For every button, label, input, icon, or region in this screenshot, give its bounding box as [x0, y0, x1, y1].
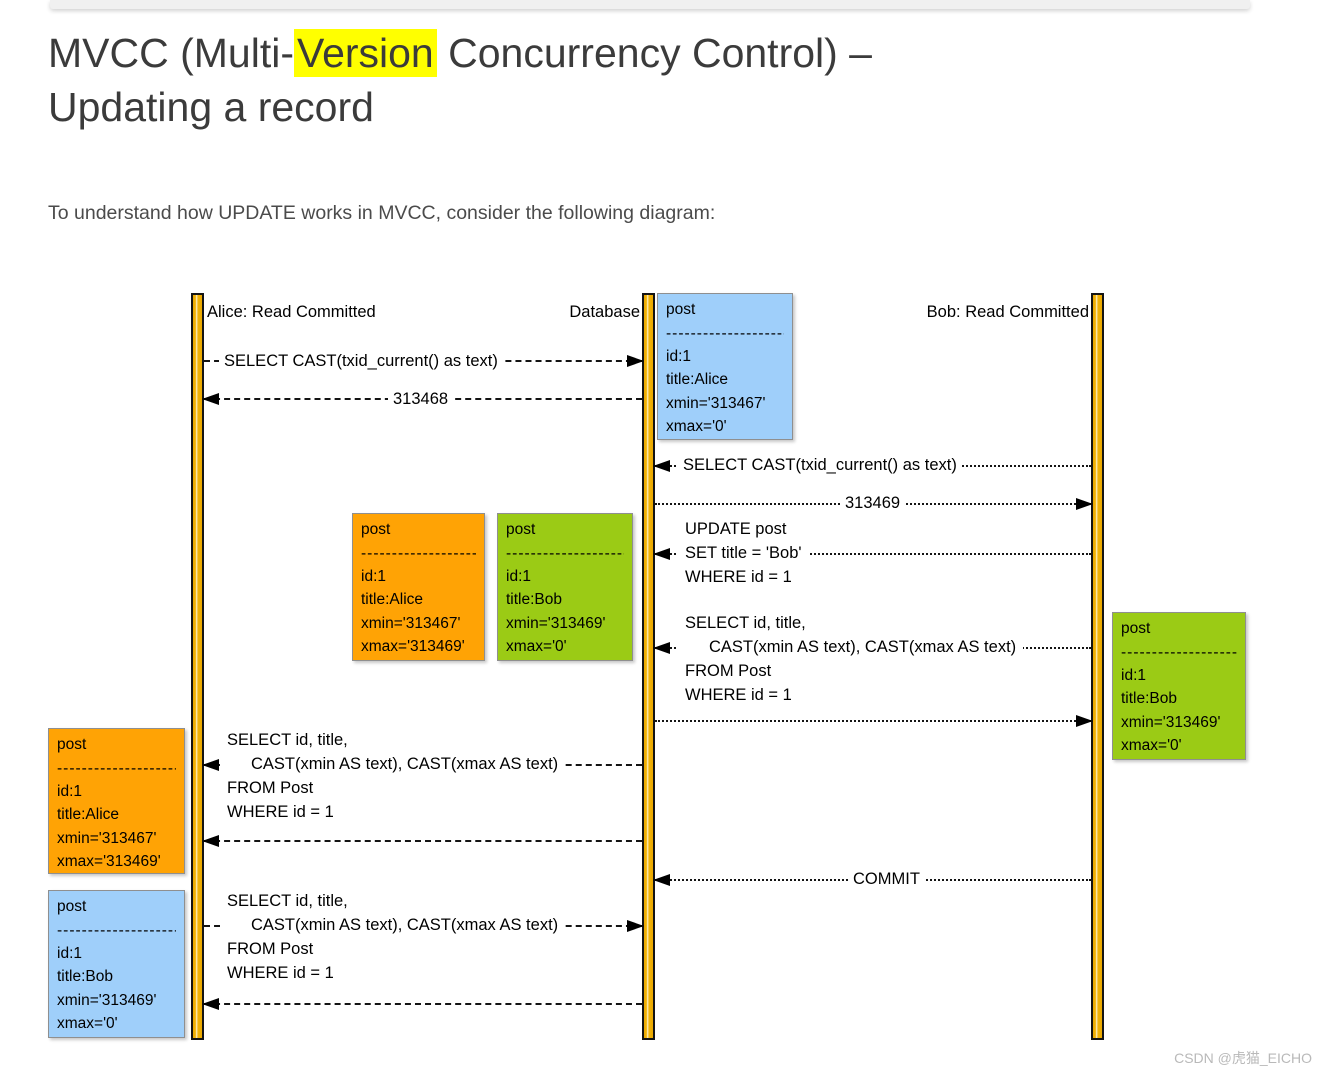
- record-field-xmax: xmax='313469': [361, 638, 465, 655]
- title-text-2: Concurrency Control) –: [436, 30, 872, 76]
- arrowhead-right-icon: [627, 920, 644, 932]
- arrowhead-right-icon: [1076, 498, 1093, 510]
- record-field-title: title:Alice: [666, 371, 729, 388]
- lifeline-label-database: Database: [569, 303, 640, 321]
- lifeline-alice: [191, 293, 204, 1040]
- message-alice-select-2: SELECT id, title, CAST(xmin AS text), CA…: [220, 889, 566, 985]
- record-mid-old-version: post ---------------------- id:1 title:A…: [352, 513, 485, 661]
- message-bob-select: SELECT id, title, CAST(xmin AS text), CA…: [678, 611, 1024, 707]
- select-line-4: WHERE id = 1: [685, 686, 792, 704]
- record-title: post: [361, 521, 391, 538]
- update-line-2: SET title = 'Bob': [685, 544, 802, 562]
- title-line-2: Updating a record: [48, 84, 374, 130]
- page-title: MVCC (Multi-Version Concurrency Control)…: [48, 26, 1228, 134]
- top-toolbar-edge: [50, 0, 1250, 9]
- message-alice-txid-query: SELECT CAST(txid_current() as text): [219, 349, 503, 373]
- record-field-title: title:Bob: [506, 591, 563, 608]
- record-field-title: title:Bob: [1121, 690, 1178, 707]
- watermark: CSDN @虎猫_EICHO: [1174, 1050, 1312, 1066]
- select-line-4: WHERE id = 1: [227, 803, 334, 821]
- update-line-3: WHERE id = 1: [685, 568, 792, 586]
- arrowhead-right-icon: [627, 355, 644, 367]
- message-bob-txid-result: 313469: [840, 491, 906, 515]
- record-title: post: [57, 736, 87, 753]
- record-separator: ----------------------: [361, 544, 476, 562]
- select-line-3: FROM Post: [685, 662, 772, 680]
- record-field-xmin: xmin='313469': [506, 614, 606, 632]
- record-alice-old-version: post ---------------------- id:1 title:A…: [48, 728, 185, 874]
- message-bob-commit: COMMIT: [848, 867, 925, 891]
- record-field-id: id:1: [1121, 666, 1146, 684]
- arrowhead-left-icon: [653, 642, 670, 654]
- record-field-xmin: xmin='313469': [57, 991, 157, 1009]
- record-field-xmin: xmin='313467': [57, 829, 157, 847]
- record-alice-new-version: post ---------------------- id:1 title:B…: [48, 890, 185, 1038]
- record-field-xmin: xmin='313469': [1121, 713, 1221, 731]
- select-line-2: CAST(xmin AS text), CAST(xmax AS text): [709, 638, 1017, 656]
- select-line-3: FROM Post: [227, 779, 314, 797]
- record-separator: ----------------------: [57, 759, 176, 777]
- lifeline-label-alice: Alice: Read Committed: [207, 303, 376, 321]
- record-field-xmax: xmax='0': [506, 638, 567, 655]
- record-field-xmin: xmin='313467': [666, 394, 766, 412]
- record-field-id: id:1: [666, 347, 691, 365]
- record-field-xmin: xmin='313467': [361, 614, 461, 632]
- lifeline-bob: [1091, 293, 1104, 1040]
- record-field-id: id:1: [506, 567, 531, 585]
- arrowhead-left-icon: [202, 835, 219, 847]
- select-line-2: CAST(xmin AS text), CAST(xmax AS text): [251, 755, 559, 773]
- intro-text: To understand how UPDATE works in MVCC, …: [48, 202, 716, 224]
- record-field-xmax: xmax='0': [57, 1015, 118, 1032]
- arrow-bob-update: [653, 548, 1091, 560]
- record-db-initial: post ---------------------- id:1 title:A…: [657, 293, 793, 440]
- record-title: post: [57, 898, 87, 915]
- select-line-1: SELECT id, title,: [227, 892, 348, 910]
- arrowhead-left-icon: [202, 998, 219, 1010]
- record-field-id: id:1: [57, 782, 82, 800]
- arrow-alice-select-2-result: [202, 998, 642, 1010]
- select-line-3: FROM Post: [227, 940, 314, 958]
- arrowhead-left-icon: [653, 548, 670, 560]
- record-field-title: title:Alice: [57, 806, 120, 823]
- record-separator: ----------------------: [506, 544, 624, 562]
- select-line-2: CAST(xmin AS text), CAST(xmax AS text): [251, 916, 559, 934]
- record-field-title: title:Alice: [361, 591, 424, 608]
- select-line-1: SELECT id, title,: [227, 731, 348, 749]
- arrowhead-left-icon: [202, 393, 219, 405]
- record-title: post: [666, 301, 696, 318]
- record-field-id: id:1: [361, 567, 386, 585]
- arrowhead-left-icon: [653, 874, 670, 886]
- record-mid-new-version: post ---------------------- id:1 title:B…: [497, 513, 633, 661]
- select-line-4: WHERE id = 1: [227, 964, 334, 982]
- title-text-1: MVCC (Multi-: [48, 30, 294, 76]
- arrowhead-right-icon: [1076, 715, 1093, 727]
- record-separator: ----------------------: [1121, 643, 1237, 661]
- message-alice-txid-result: 313468: [388, 387, 454, 411]
- record-separator: ----------------------: [57, 921, 176, 939]
- arrowhead-left-icon: [202, 759, 219, 771]
- message-alice-select-1: SELECT id, title, CAST(xmin AS text), CA…: [220, 728, 566, 824]
- record-title: post: [1121, 620, 1151, 637]
- update-line-1: UPDATE post: [685, 520, 787, 538]
- title-highlight: Version: [293, 29, 437, 77]
- arrow-alice-select-1-result: [202, 835, 642, 847]
- record-field-title: title:Bob: [57, 968, 114, 985]
- record-field-xmax: xmax='313469': [57, 853, 161, 870]
- lifeline-database: [642, 293, 655, 1040]
- message-bob-update: UPDATE post SET title = 'Bob' WHERE id =…: [678, 517, 809, 589]
- message-bob-txid-query: SELECT CAST(txid_current() as text): [678, 453, 962, 477]
- record-field-id: id:1: [57, 944, 82, 962]
- record-field-xmax: xmax='0': [666, 418, 727, 435]
- record-bob-view: post ---------------------- id:1 title:B…: [1112, 612, 1246, 760]
- arrow-bob-select-result: [655, 715, 1093, 727]
- lifeline-label-bob: Bob: Read Committed: [926, 303, 1089, 321]
- record-field-xmax: xmax='0': [1121, 737, 1182, 754]
- select-line-1: SELECT id, title,: [685, 614, 806, 632]
- record-title: post: [506, 521, 536, 538]
- record-separator: ----------------------: [666, 324, 784, 342]
- arrowhead-left-icon: [653, 460, 670, 472]
